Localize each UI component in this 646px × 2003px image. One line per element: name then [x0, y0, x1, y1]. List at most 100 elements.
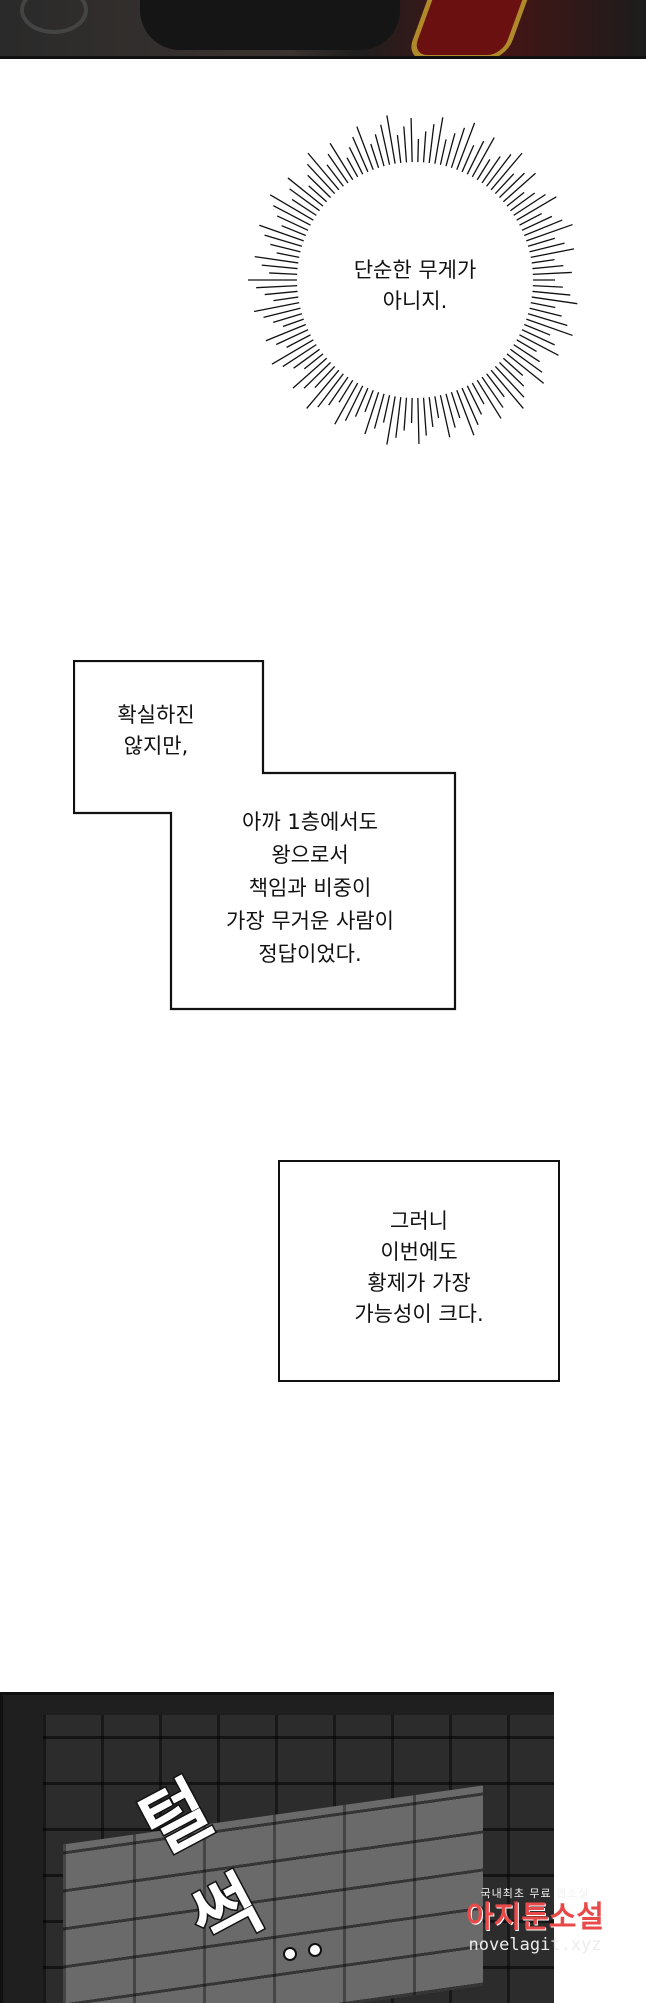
- burst-ray: [498, 172, 536, 207]
- sound-effect-glyph: 털: [127, 1765, 225, 1870]
- burst-ray: [524, 248, 575, 260]
- burst-ray: [433, 117, 444, 170]
- burst-ray: [386, 390, 397, 445]
- burst-ray: [427, 124, 435, 169]
- burst-ray: [523, 306, 562, 317]
- burst-ray: [293, 345, 325, 369]
- burst-ray: [306, 365, 344, 409]
- burst-ray: [306, 163, 340, 199]
- burst-ray: [520, 223, 573, 244]
- burst-ray: [501, 349, 545, 384]
- burst-ray: [275, 326, 314, 346]
- throne-chair-shape: [405, 0, 535, 56]
- narration-box: 그러니 이번에도 황제가 가장 가능성이 크다.: [278, 1160, 560, 1382]
- burst-ray: [256, 284, 304, 289]
- burst-ray: [520, 316, 573, 337]
- burst-ray: [505, 345, 543, 373]
- burst-ray: [287, 177, 329, 211]
- burst-ray: [403, 126, 408, 169]
- burst-ray: [513, 331, 559, 356]
- burst-ray: [448, 127, 466, 174]
- burst-ray: [265, 321, 312, 342]
- narration-line: 정답이었다.: [258, 942, 362, 966]
- sound-effect-dot: [308, 1943, 322, 1957]
- burst-ray: [478, 156, 501, 189]
- burst-ray: [373, 387, 387, 429]
- burst-ray: [259, 224, 310, 244]
- burst-ray: [307, 174, 336, 203]
- burst-ray: [486, 152, 523, 195]
- narration-upper-text: 확실하진 않지만,: [96, 700, 216, 762]
- burst-ray: [270, 243, 307, 254]
- burst-ray: [328, 371, 352, 406]
- burst-ray: [364, 386, 382, 435]
- burst-speech-bubble: [248, 115, 578, 445]
- burst-ray: [264, 234, 308, 249]
- narration-line: 않지만,: [123, 734, 189, 758]
- burst-ray: [317, 368, 348, 408]
- burst-ray: [443, 133, 456, 173]
- watermark-brand: 아지툰소설: [466, 1900, 604, 1935]
- burst-line: 단순한 무게가: [353, 258, 477, 282]
- burst-ray: [273, 205, 317, 229]
- narration-line: 왕으로서: [271, 843, 349, 867]
- narration-line: 이번에도: [380, 1240, 458, 1264]
- brick-wall-panel: [0, 1692, 554, 2003]
- burst-ray: [276, 215, 314, 234]
- burst-ray: [459, 382, 479, 426]
- burst-ray: [526, 271, 572, 276]
- burst-ray: [307, 152, 344, 195]
- burst-ray: [261, 264, 304, 270]
- burst-ray: [522, 311, 568, 327]
- burst-ray: [410, 118, 413, 169]
- burst-ray: [438, 389, 451, 438]
- burst-ray: [464, 380, 483, 415]
- burst-ray: [282, 340, 322, 368]
- burst-ray: [253, 300, 306, 313]
- burst-ray: [518, 219, 563, 239]
- burst-ray: [464, 140, 485, 180]
- narration-line: 황제가 가장: [367, 1271, 471, 1295]
- watermark-url: novelagit.xyz: [468, 1935, 602, 1955]
- burst-line: 아니지.: [382, 289, 448, 313]
- burst-ray: [454, 122, 476, 176]
- burst-ray: [516, 326, 555, 346]
- burst-ray: [473, 374, 502, 419]
- burst-ray: [334, 377, 362, 425]
- narration-line: 가능성이 크다.: [354, 1302, 484, 1326]
- narration-line: 가장 무거운 사람이: [226, 909, 394, 933]
- burst-bubble-text: 단순한 무게가 아니지.: [300, 255, 530, 317]
- burst-ray: [486, 365, 524, 409]
- burst-ray: [482, 154, 512, 192]
- burst-ray: [303, 357, 336, 389]
- watermark-tagline: 국내최초 무료 웹소설: [480, 1887, 590, 1900]
- ornament-decoration: [20, 0, 88, 34]
- burst-ray: [263, 306, 307, 318]
- burst-ray: [516, 215, 553, 234]
- burst-ray: [494, 357, 525, 387]
- burst-ray: [395, 391, 403, 438]
- burst-ray: [254, 255, 305, 265]
- narration-line: 아까 1층에서도: [242, 810, 378, 834]
- burst-ray: [344, 380, 366, 422]
- burst-ray: [380, 124, 392, 171]
- burst-ray: [271, 336, 319, 365]
- burst-ray: [422, 131, 427, 169]
- burst-ray: [526, 264, 564, 270]
- burst-ray: [269, 194, 319, 224]
- burst-ray: [508, 193, 546, 220]
- watermark: 국내최초 무료 웹소설 아지툰소설 novelagit.xyz: [440, 1885, 630, 1955]
- sound-effect-dot: [283, 1947, 297, 1961]
- burst-ray: [386, 115, 397, 170]
- burst-ray: [494, 172, 525, 203]
- burst-ray: [292, 353, 332, 389]
- burst-ray: [525, 295, 578, 305]
- burst-ray: [417, 391, 420, 444]
- narration-lower-text: 아까 1층에서도 왕으로서 책임과 비중이 가장 무거운 사람이 정답이었다.: [190, 806, 430, 971]
- burst-ray: [289, 188, 325, 215]
- narration-box-text: 그러니 이번에도 황제가 가장 가능성이 크다.: [280, 1206, 558, 1330]
- sound-effect-lettering: 털 썩: [126, 1764, 322, 1967]
- top-illustration-panel: [0, 0, 646, 59]
- burst-ray: [454, 384, 475, 436]
- burst-ray: [352, 136, 371, 178]
